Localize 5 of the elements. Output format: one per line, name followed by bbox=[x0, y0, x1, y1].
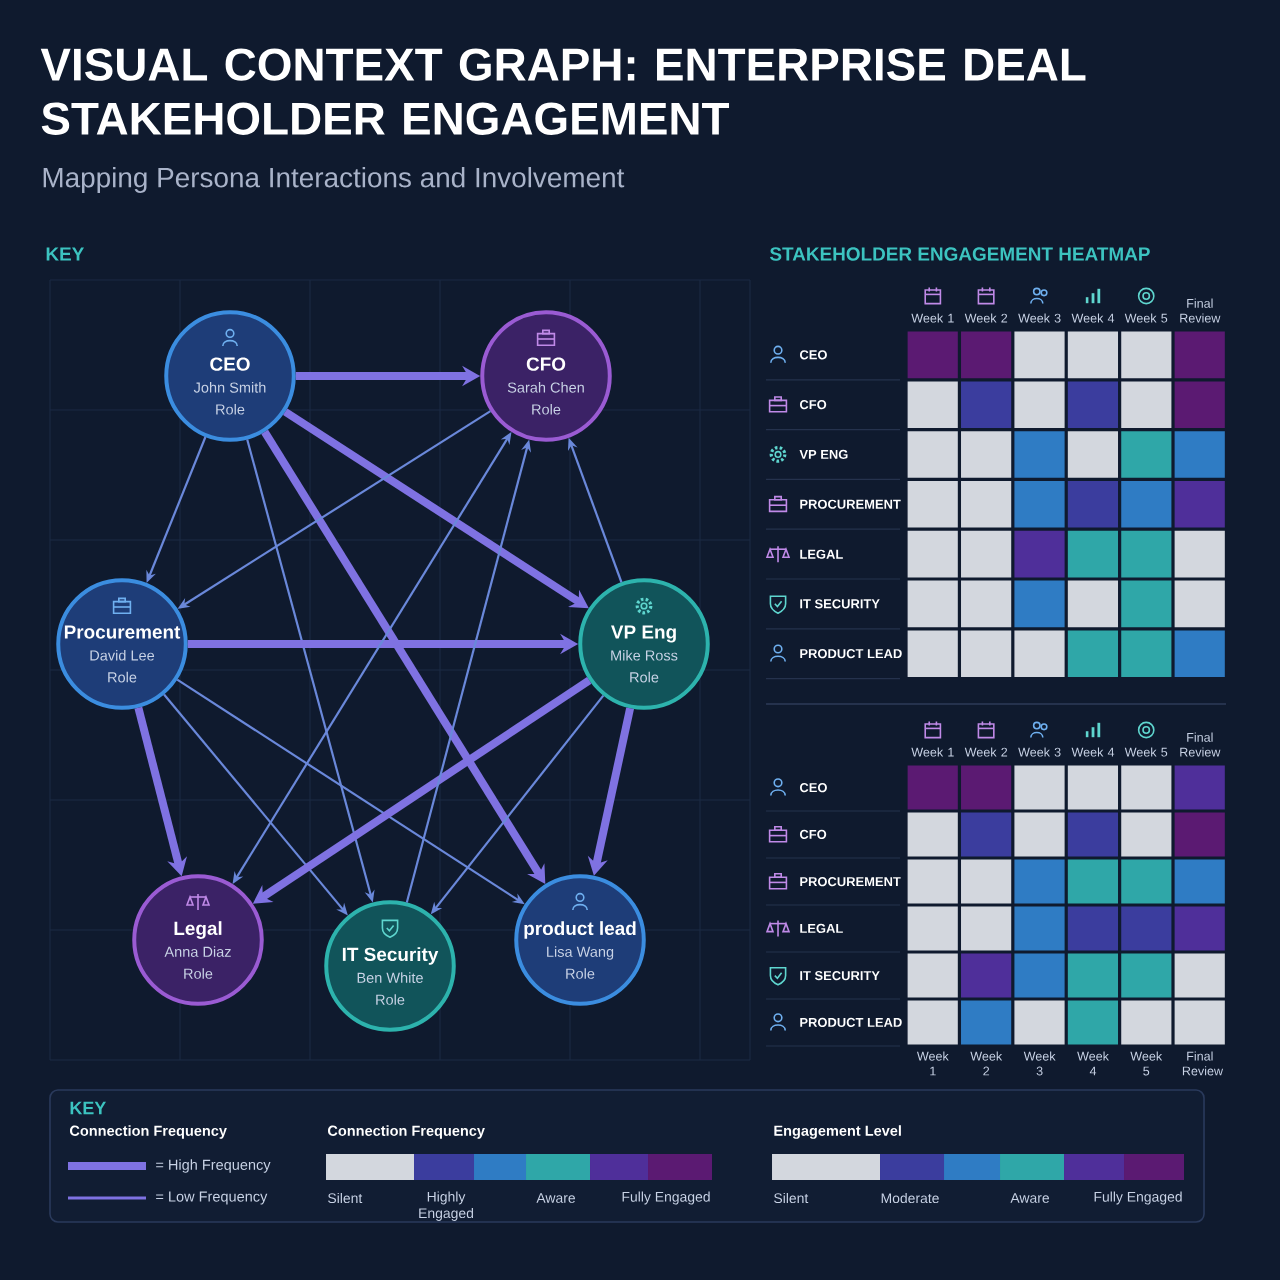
key-heading: KEY bbox=[70, 1101, 106, 1115]
title: VISUAL CONTEXT GRAPH: ENTERPRISE DEAL STAKEHOLDER ENGAGEMENT bbox=[40, 48, 1086, 135]
section-heading: KEY bbox=[46, 247, 84, 261]
subtitle: Mapping Persona Interactions and Involvement bbox=[43, 167, 625, 193]
section-heading: STAKEHOLDER ENGAGEMENT HEATMAP bbox=[769, 247, 1150, 261]
